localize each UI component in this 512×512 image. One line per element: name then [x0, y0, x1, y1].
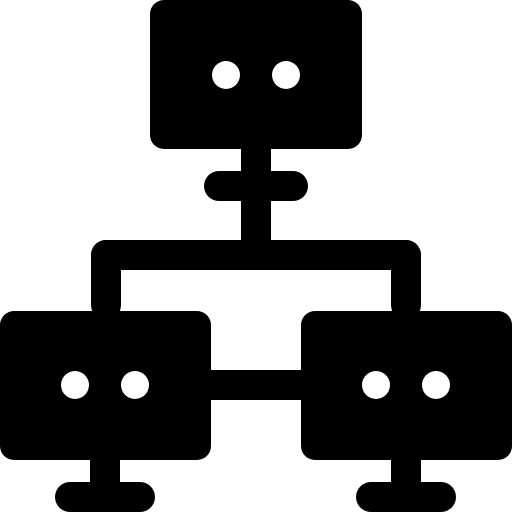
top-monitor-led-left [212, 61, 240, 89]
left-monitor-led-right [121, 371, 149, 399]
connector-right-drop [391, 240, 421, 320]
top-monitor-led-right [272, 61, 300, 89]
right-monitor-screen [301, 311, 512, 460]
left-monitor-screen [0, 311, 211, 460]
left-monitor-stand-base [55, 482, 155, 512]
connector-horizontal-top [91, 240, 421, 270]
right-monitor-stand-base [356, 482, 456, 512]
network-connectors [91, 240, 421, 400]
top-monitor-stand-base [204, 171, 308, 201]
top-monitor [150, 0, 362, 243]
top-monitor-screen [150, 0, 362, 149]
left-monitor [0, 311, 211, 512]
right-monitor-led-right [422, 371, 450, 399]
right-monitor-led-left [362, 371, 390, 399]
right-monitor [301, 311, 512, 512]
connector-left-drop [91, 240, 121, 320]
connector-horizontal-bottom [200, 370, 312, 400]
left-monitor-led-left [61, 371, 89, 399]
